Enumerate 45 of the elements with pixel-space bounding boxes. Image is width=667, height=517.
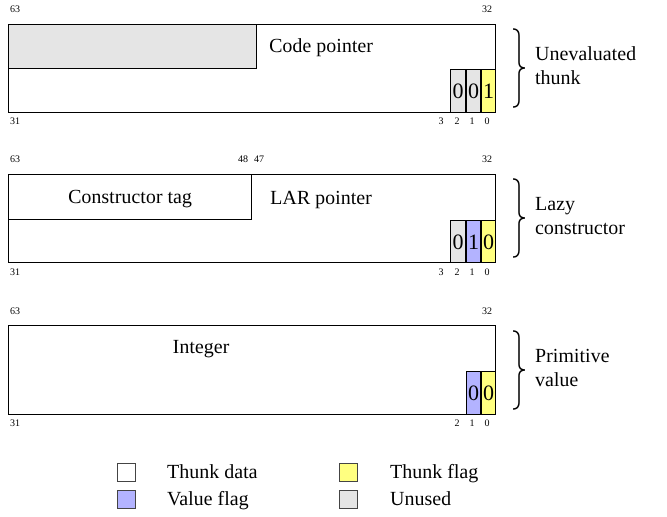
bit-number: 3 (438, 268, 444, 278)
record-caption: Unevaluated thunk (535, 42, 638, 90)
bit-number: 32 (482, 5, 492, 15)
unused-field (9, 25, 257, 69)
bit-cell: 0 (466, 371, 481, 415)
field-label: LAR pointer (270, 188, 372, 208)
bit-number: 48 (238, 155, 248, 165)
legend-label: Unused (390, 489, 452, 509)
bit-number: 63 (10, 155, 20, 165)
bit-field-record (8, 24, 496, 113)
bit-cell: 1 (481, 69, 496, 113)
bit-cell: 1 (466, 220, 481, 263)
bit-number: 2 (454, 268, 460, 278)
bit-number: 3 (438, 117, 444, 127)
bit-cell: 0 (481, 220, 496, 263)
bit-number: 1 (470, 419, 474, 429)
legend-label: Thunk flag (390, 462, 478, 482)
bit-number: 1 (470, 117, 474, 127)
bit-number: 31 (10, 268, 20, 278)
bit-field-record (8, 325, 496, 415)
bit-number: 63 (10, 307, 20, 317)
bit-number: 1 (470, 268, 474, 278)
bit-field-record (8, 174, 496, 263)
bit-number: 0 (484, 419, 490, 429)
record-caption: Lazy constructor (535, 192, 626, 240)
bit-number: 32 (482, 155, 492, 165)
bit-cell: 0 (466, 69, 481, 113)
record-caption: Primitive value (535, 344, 610, 392)
legend-label: Value flag (167, 489, 249, 509)
bit-number: 31 (10, 117, 20, 127)
bit-number: 2 (454, 419, 460, 429)
field-box: Constructor tag (9, 175, 252, 220)
bit-number: 31 (10, 419, 20, 429)
bit-number: 2 (454, 117, 460, 127)
bit-number: 47 (254, 155, 264, 165)
bit-cell: 0 (450, 220, 466, 263)
bit-number: 32 (482, 307, 492, 317)
bit-cell: 0 (481, 371, 496, 415)
legend-label: Thunk data (167, 462, 258, 482)
bit-number: 0 (484, 268, 490, 278)
field-label: Integer (172, 337, 230, 357)
bit-number: 63 (10, 5, 20, 15)
bit-cell: 0 (450, 69, 466, 113)
bit-number: 0 (484, 117, 490, 127)
field-label: Code pointer (269, 36, 373, 56)
